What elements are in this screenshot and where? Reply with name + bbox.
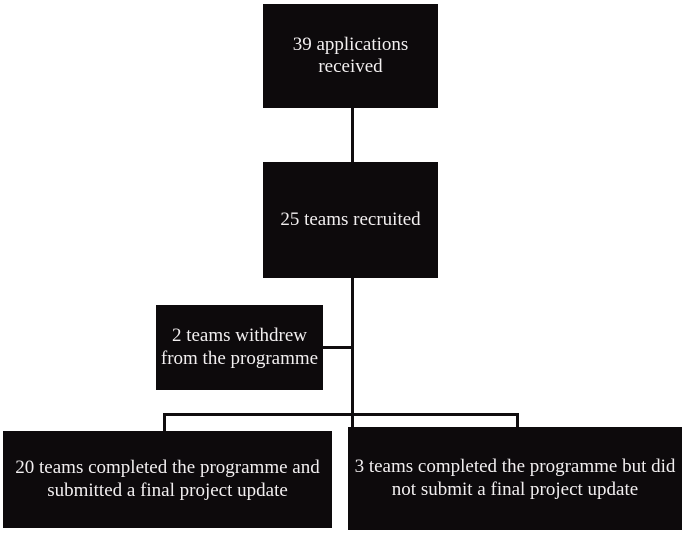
node-completed-not-submitted: 3 teams completed the programme but did … [348, 427, 682, 530]
node-applications-received: 39 applications received [263, 4, 438, 108]
node-completed-submitted: 20 teams completed the programme and sub… [3, 431, 332, 528]
connector-branch-right-drop [516, 413, 519, 428]
node-teams-withdrew: 2 teams withdrew from the programme [156, 305, 323, 390]
node-teams-withdrew-label: 2 teams withdrew from the programme [160, 325, 319, 369]
node-completed-not-submitted-label: 3 teams completed the programme but did … [354, 456, 676, 500]
node-completed-submitted-label: 20 teams completed the programme and sub… [15, 457, 320, 501]
connector-branch-horizontal [163, 413, 519, 416]
connector-branch-left-drop [163, 413, 166, 432]
node-applications-received-label: 39 applications received [292, 33, 409, 77]
connector-recruited-to-branch [351, 278, 354, 427]
connector-applications-to-recruited [351, 108, 354, 162]
connector-withdrew-to-main [322, 346, 352, 349]
node-teams-recruited-label: 25 teams recruited [280, 208, 421, 230]
node-teams-recruited: 25 teams recruited [263, 162, 438, 278]
